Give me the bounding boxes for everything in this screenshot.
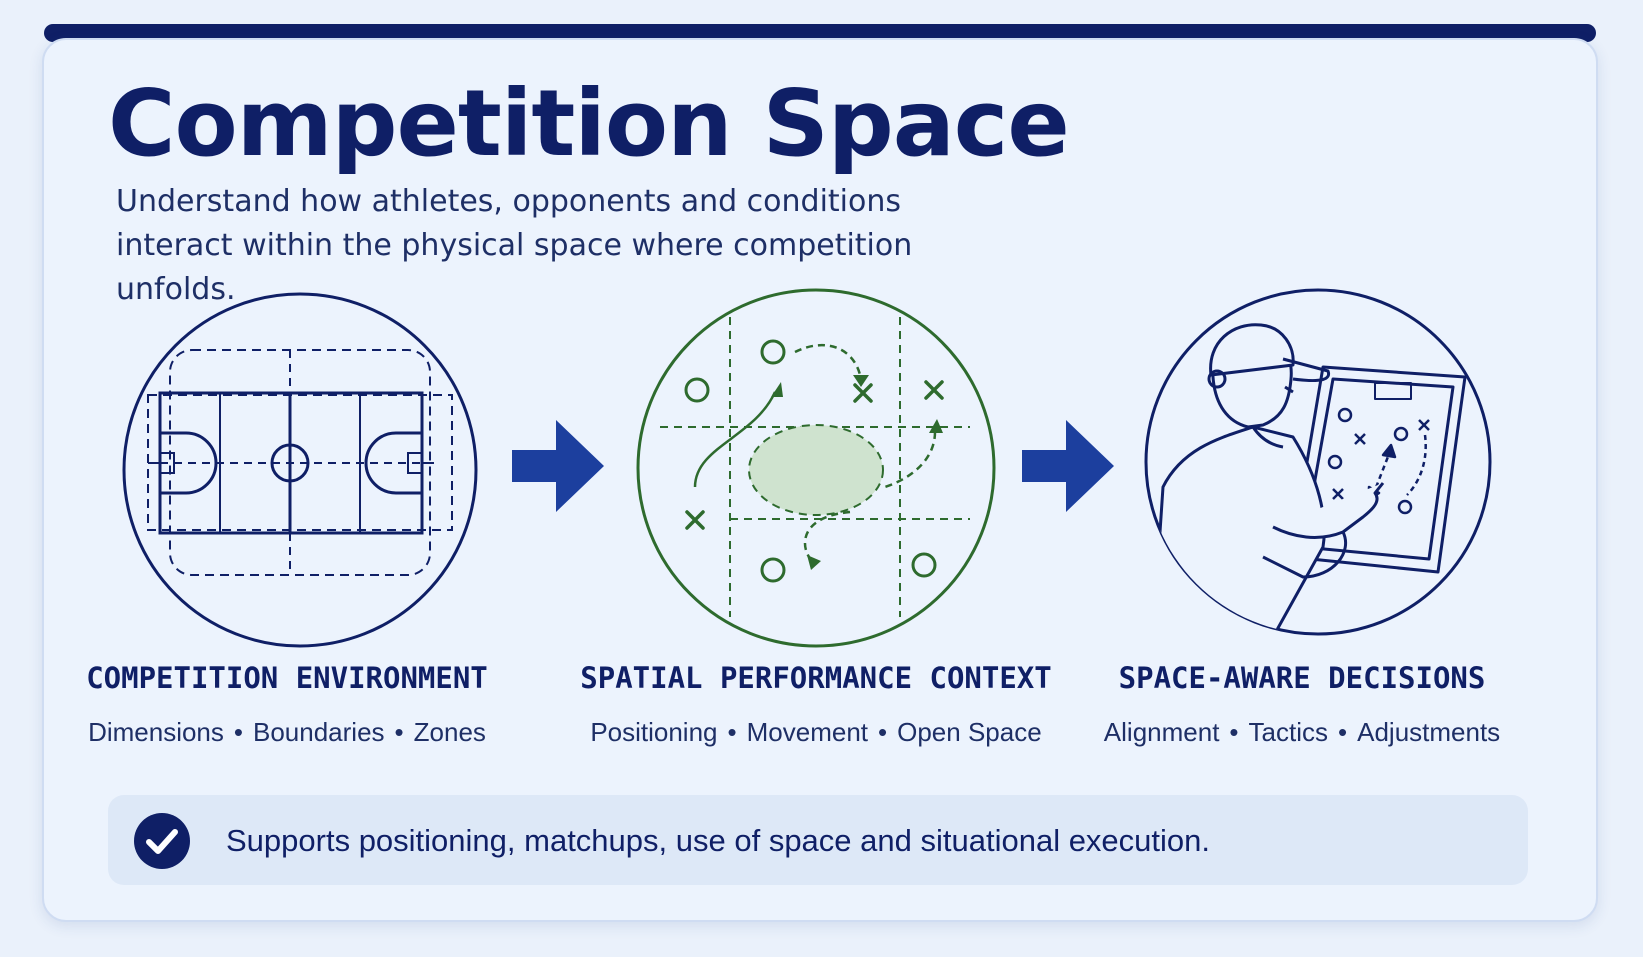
tag: Alignment bbox=[1103, 717, 1220, 747]
summary-text: Supports positioning, matchups, use of s… bbox=[226, 823, 1211, 858]
tag: Tactics bbox=[1248, 717, 1328, 747]
tag: Zones bbox=[413, 717, 486, 747]
tag: Positioning bbox=[590, 717, 718, 747]
step-tags-spatial-performance-context: Positioning • Movement • Open Space bbox=[576, 714, 1056, 750]
step-tags-space-aware-decisions: Alignment • Tactics • Adjustments bbox=[1062, 714, 1542, 750]
checkmark-icon bbox=[134, 813, 190, 869]
separator-dot: • bbox=[878, 717, 888, 747]
top-accent-bar bbox=[44, 24, 1596, 42]
field-diagram-icon bbox=[120, 290, 480, 650]
step-title-spatial-performance-context: SPATIAL PERFORMANCE CONTEXT bbox=[580, 661, 1052, 695]
arrow-right-icon bbox=[512, 420, 604, 516]
separator-dot: • bbox=[394, 717, 404, 747]
tag: Movement bbox=[746, 717, 869, 747]
step-title-space-aware-decisions: SPACE-AWARE DECISIONS bbox=[1118, 661, 1486, 695]
separator-dot: • bbox=[1338, 717, 1348, 747]
tag: Open Space bbox=[897, 717, 1042, 747]
tag: Boundaries bbox=[253, 717, 385, 747]
separator-dot: • bbox=[1229, 717, 1239, 747]
page-subtitle: Understand how athletes, opponents and c… bbox=[116, 184, 913, 307]
separator-dot: • bbox=[727, 717, 737, 747]
tag: Adjustments bbox=[1357, 717, 1501, 747]
arrow-right-icon bbox=[1022, 420, 1114, 516]
step-title-competition-environment: COMPETITION ENVIRONMENT bbox=[86, 661, 488, 695]
separator-dot: • bbox=[233, 717, 243, 747]
step-tags-competition-environment: Dimensions • Boundaries • Zones bbox=[47, 714, 527, 750]
summary-banner: Supports positioning, matchups, use of s… bbox=[108, 795, 1528, 885]
spatial-play-diagram-icon bbox=[635, 287, 997, 649]
page-title: Competition Space bbox=[108, 70, 1070, 177]
coach-whiteboard-icon bbox=[1143, 287, 1493, 637]
tag: Dimensions bbox=[88, 717, 224, 747]
